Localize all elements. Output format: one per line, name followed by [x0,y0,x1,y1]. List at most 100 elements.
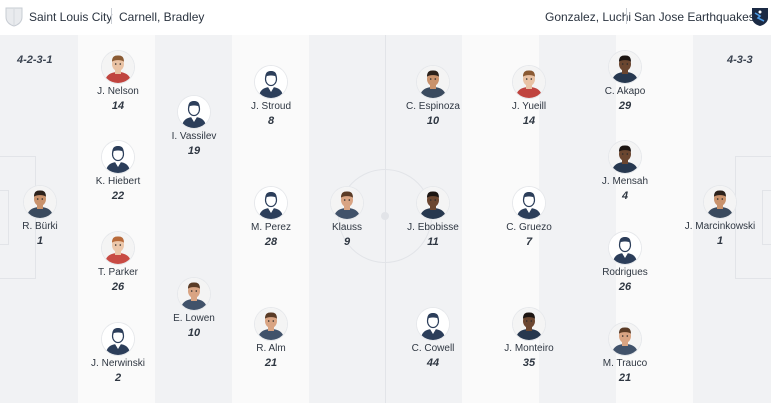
player-card[interactable]: K. Hiebert 22 [70,141,166,202]
player-silhouette-icon [609,232,641,264]
player-number: 28 [264,236,278,248]
player-name: J. Monteiro [504,343,554,354]
player-photo [102,323,134,355]
player-portrait [704,186,736,218]
player-name: J. Stroud [250,101,292,112]
player-portrait [609,323,641,355]
player-number: 21 [264,357,278,369]
player-number: 7 [525,236,533,248]
player-photo [255,187,287,219]
player-name: R. Bürki [22,221,58,232]
player-number: 35 [522,357,536,369]
player-photo [513,187,545,219]
player-name: Klauss [331,222,362,233]
player-portrait [24,186,56,218]
player-number: 22 [111,190,125,202]
player-portrait [331,187,363,219]
player-card[interactable]: C. Gruezo 7 [481,187,577,248]
player-number: 1 [36,235,44,247]
away-coach-name: Gonzalez, Luchi [545,10,632,24]
player-photo [178,278,210,310]
player-number: 21 [618,372,632,384]
player-card[interactable]: I. Vassilev 19 [146,96,242,157]
away-team-crest-icon [752,8,768,26]
home-coach-name: Carnell, Bradley [119,10,205,24]
player-name: C. Akapo [604,86,646,97]
player-silhouette-icon [178,96,210,128]
player-photo [609,51,641,83]
player-name: C. Espinoza [406,101,460,112]
player-portrait [609,141,641,173]
away-formation-label: 4-3-3 [727,54,753,66]
header-divider [111,8,112,24]
header-divider [626,8,627,24]
player-silhouette-icon [102,141,134,173]
player-silhouette-icon [513,187,545,219]
player-name: M. Perez [250,222,291,233]
player-card[interactable]: T. Parker 26 [70,232,166,293]
player-photo [24,186,56,218]
player-name: J. Yueill [511,101,547,112]
player-photo [417,308,449,340]
player-portrait [255,308,287,340]
player-photo [609,141,641,173]
player-portrait [178,278,210,310]
player-portrait [102,51,134,83]
player-silhouette-icon [102,323,134,355]
player-name: T. Parker [97,267,138,278]
player-number: 9 [343,236,351,248]
player-photo [331,187,363,219]
home-goal-box [0,190,9,245]
player-silhouette-icon [417,308,449,340]
away-team-name[interactable]: San Jose Earthquakes [634,10,755,24]
player-photo [255,66,287,98]
player-portrait [513,308,545,340]
player-photo [417,66,449,98]
player-card[interactable]: Klauss 9 [299,187,395,248]
home-team-name[interactable]: Saint Louis City [29,10,113,24]
player-name: K. Hiebert [95,176,141,187]
player-portrait [417,187,449,219]
player-name: I. Vassilev [171,131,217,142]
player-photo [255,308,287,340]
player-number: 2 [114,372,122,384]
away-goal-box [762,190,771,245]
player-name: Rodrigues [602,267,648,278]
player-name: E. Lowen [173,313,215,324]
player-card[interactable]: J. Monteiro 35 [481,308,577,369]
player-photo [704,186,736,218]
player-number: 26 [111,281,125,293]
player-number: 10 [187,327,201,339]
player-number: 1 [716,235,724,247]
center-spot [381,212,389,220]
player-name: C. Cowell [411,343,455,354]
home-team-crest-icon [5,7,23,27]
player-name: J. Ebobisse [407,222,459,233]
player-portrait [102,232,134,264]
player-number: 19 [187,145,201,157]
player-card[interactable]: R. Alm 21 [223,308,319,369]
player-photo [609,323,641,355]
home-formation-label: 4-2-3-1 [17,54,53,66]
player-photo [609,232,641,264]
player-number: 4 [621,190,629,202]
player-card[interactable]: R. Bürki 1 [0,186,88,247]
player-name: C. Gruezo [506,222,552,233]
player-photo [102,51,134,83]
player-card[interactable]: E. Lowen 10 [146,278,242,339]
player-portrait [609,51,641,83]
player-name: R. Alm [256,343,286,354]
player-card[interactable]: M. Perez 28 [223,187,319,248]
